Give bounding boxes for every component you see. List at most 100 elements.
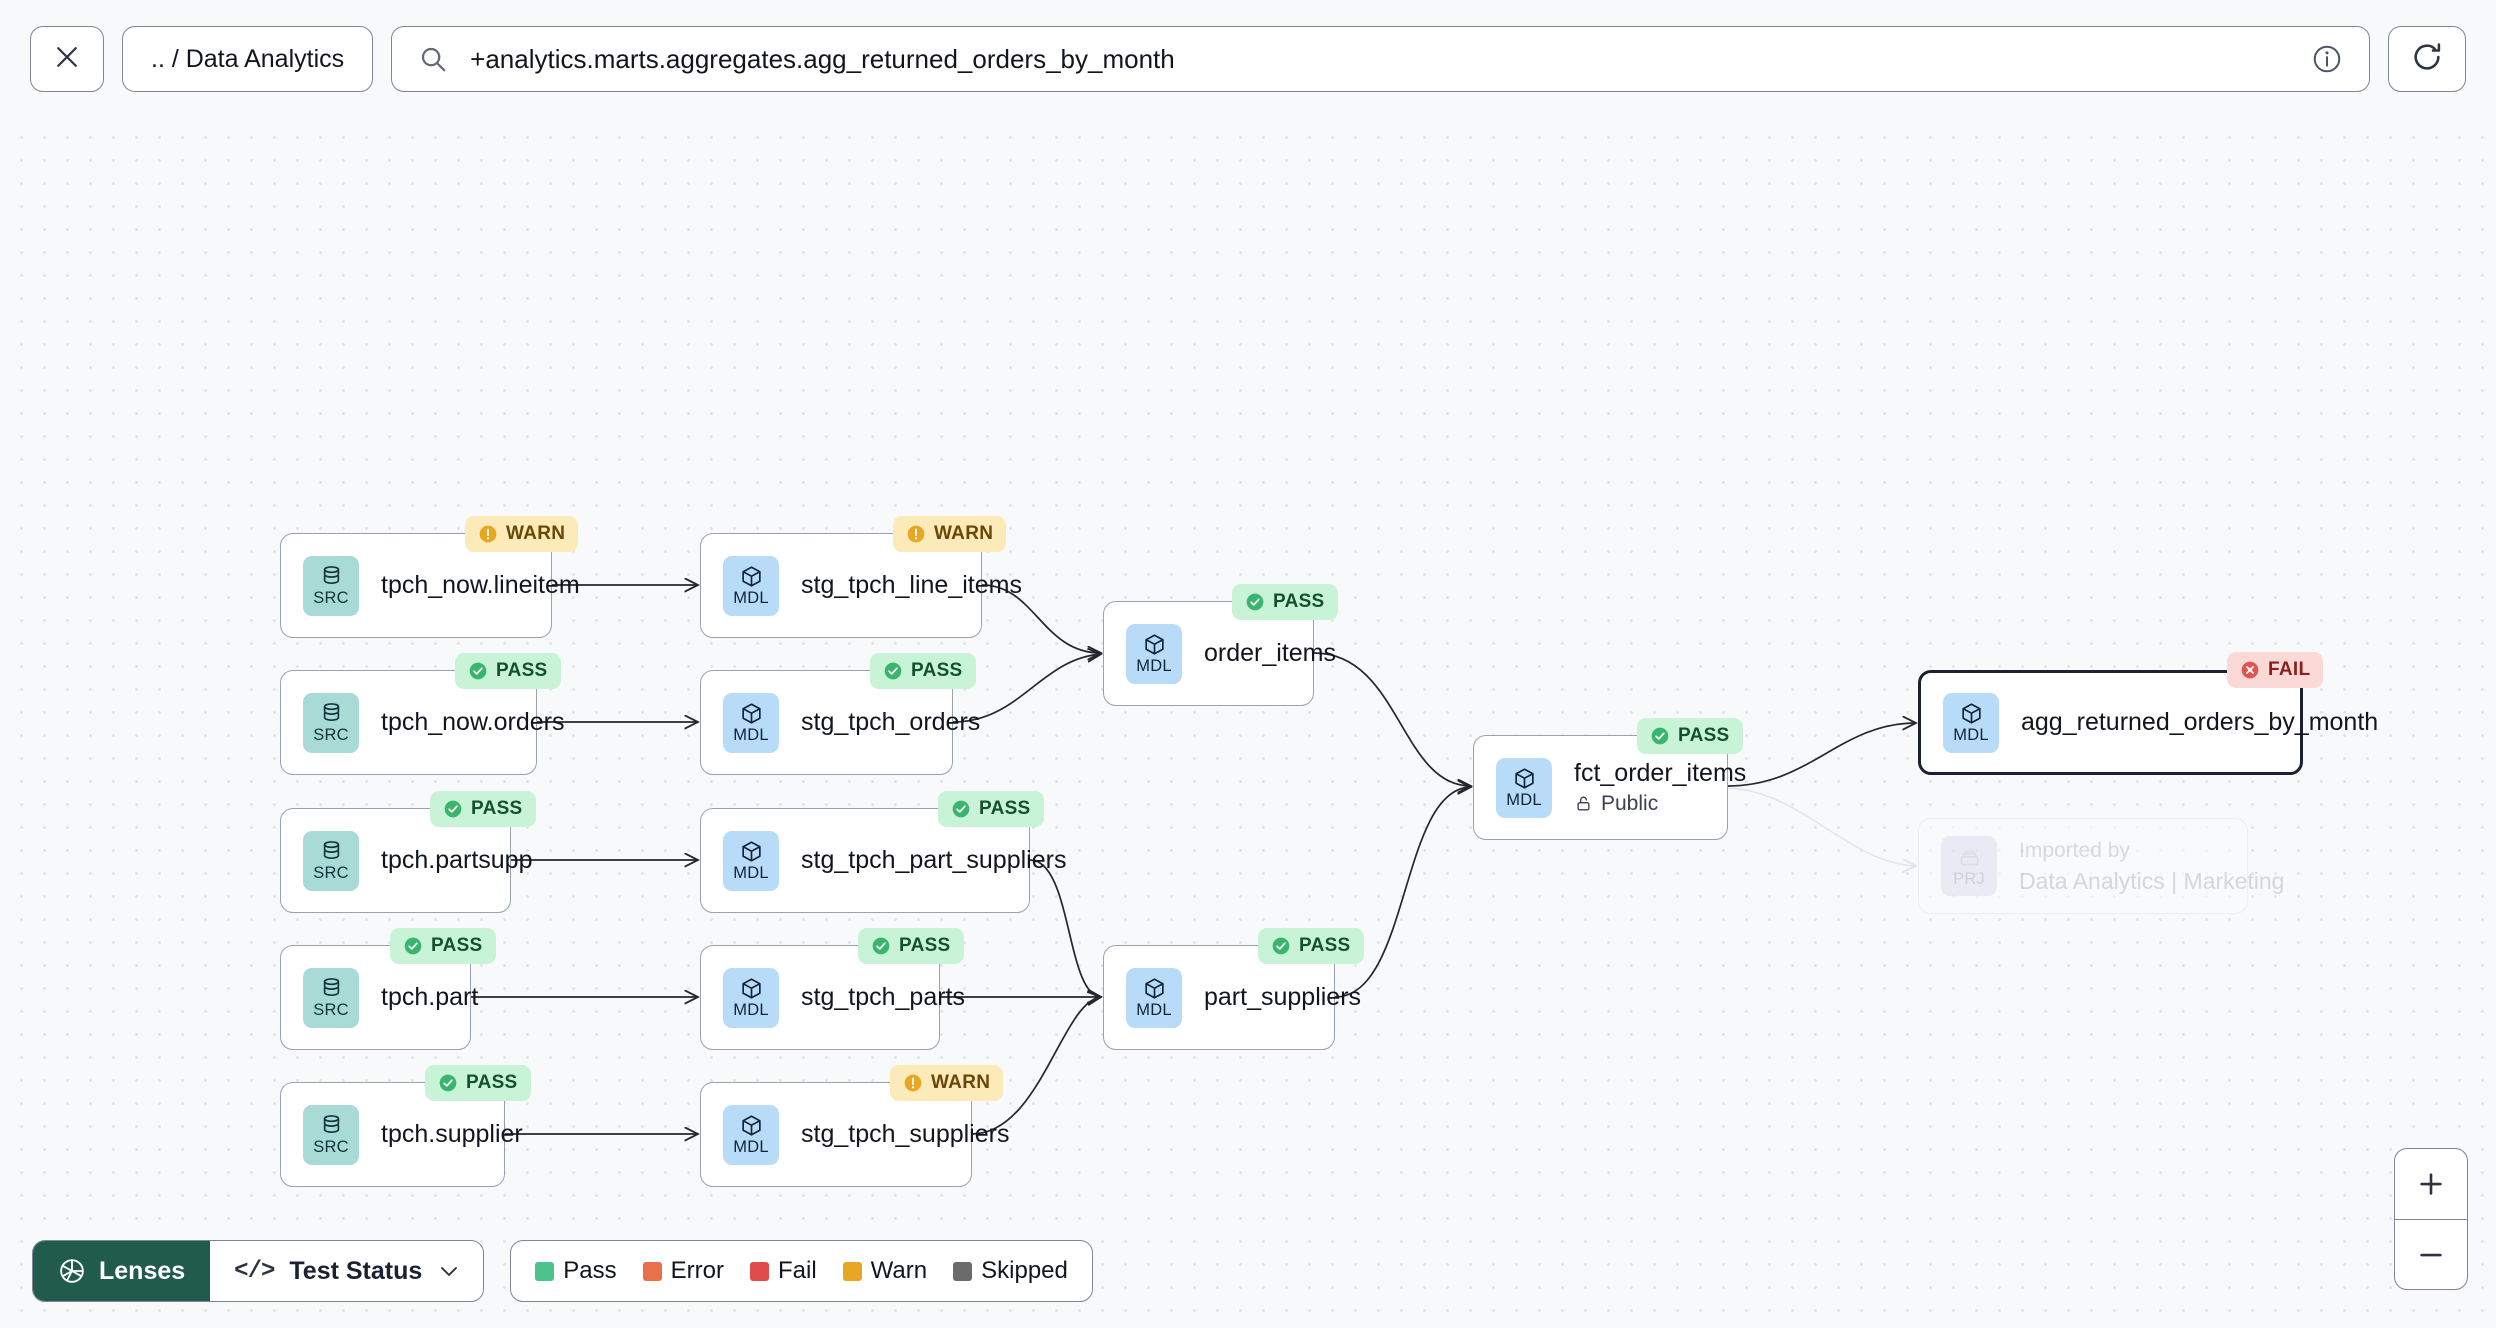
database-icon [319, 839, 344, 864]
status-pill-part_suppliers[interactable]: PASS [1258, 928, 1364, 964]
zoom-controls [2394, 1148, 2468, 1290]
status-pill-label: PASS [471, 798, 523, 819]
aperture-icon [58, 1257, 86, 1285]
node-title: stg_tpch_orders [801, 708, 981, 737]
status-pill-label: WARN [506, 523, 566, 544]
status-pill-stg_orders[interactable]: PASS [870, 653, 976, 689]
node-kind-label: PRJ [1953, 869, 1985, 888]
status-pill-label: WARN [934, 523, 994, 544]
lenses-label: Lenses [99, 1256, 186, 1285]
node-kind-badge: SRC [303, 555, 359, 616]
node-kind-label: MDL [1506, 791, 1542, 810]
legend-item-error[interactable]: Error [642, 1257, 724, 1285]
check-circle-icon [1650, 726, 1670, 746]
lenses-button[interactable]: Lenses [33, 1241, 211, 1301]
node-title: fct_order_items [1574, 759, 1747, 788]
legend-swatch [953, 1261, 973, 1281]
node-kind-label: MDL [1953, 726, 1989, 745]
node-kind-badge: SRC [303, 692, 359, 753]
refresh-icon [2410, 40, 2444, 79]
status-pill-src_partsupp[interactable]: PASS [430, 791, 536, 827]
cube-icon [739, 564, 764, 589]
status-pill-label: PASS [431, 935, 483, 956]
status-pill-label: PASS [1273, 591, 1325, 612]
node-visibility: Public [1574, 792, 1746, 816]
node-kind-label: MDL [733, 1001, 769, 1020]
node-kind-badge: MDL [723, 967, 779, 1028]
node-kind-label: SRC [313, 864, 349, 883]
zoom-out-button[interactable] [2395, 1219, 2467, 1289]
check-circle-icon [883, 661, 903, 681]
node-title: order_items [1204, 639, 1336, 668]
zoom-in-button[interactable] [2395, 1149, 2467, 1219]
warning-icon [903, 1073, 923, 1093]
node-kind-label: MDL [733, 864, 769, 883]
node-kind-label: SRC [313, 726, 349, 745]
status-pill-fct_order_items[interactable]: PASS [1637, 718, 1743, 754]
status-pill-src_part[interactable]: PASS [390, 928, 496, 964]
close-button[interactable] [30, 26, 104, 92]
status-pill-order_items[interactable]: PASS [1232, 584, 1338, 620]
status-pill-stg_parts[interactable]: PASS [858, 928, 964, 964]
database-icon [319, 701, 344, 726]
legend-item-pass[interactable]: Pass [535, 1257, 617, 1285]
status-pill-stg_line_items[interactable]: WARN [893, 516, 1007, 552]
plus-icon [2416, 1169, 2446, 1199]
legend-item-skipped[interactable]: Skipped [953, 1257, 1068, 1285]
node-kind-label: SRC [313, 589, 349, 608]
check-circle-icon [1271, 936, 1291, 956]
node-title: tpch.part [381, 983, 479, 1012]
refresh-button[interactable] [2388, 26, 2466, 92]
node-title: stg_tpch_parts [801, 983, 965, 1012]
status-pill-stg_suppliers[interactable]: WARN [890, 1065, 1004, 1101]
graph-node-src_part[interactable]: SRC tpch.part [280, 945, 478, 1050]
top-toolbar: .. / Data Analytics +analytics.marts.agg… [0, 0, 2496, 118]
breadcrumb[interactable]: .. / Data Analytics [122, 26, 374, 92]
check-circle-icon [438, 1073, 458, 1093]
search-input[interactable]: +analytics.marts.aggregates.agg_returned… [391, 26, 2370, 92]
legend-item-fail[interactable]: Fail [750, 1257, 817, 1285]
graph-node-src_supplier[interactable]: SRC tpch.supplier [280, 1082, 523, 1187]
cube-icon [1959, 701, 1984, 726]
check-circle-icon [403, 936, 423, 956]
legend-swatch [842, 1261, 862, 1281]
status-pill-agg_returned[interactable]: FAIL [2227, 652, 2324, 688]
check-circle-icon [871, 936, 891, 956]
legend-label: Skipped [981, 1257, 1068, 1284]
legend-swatch [750, 1261, 769, 1281]
node-kind-label: MDL [1136, 657, 1172, 676]
node-kind-badge: MDL [1943, 692, 1999, 753]
status-pill-src_orders[interactable]: PASS [455, 653, 561, 689]
node-title: stg_tpch_line_items [801, 571, 1022, 600]
test-status-dropdown[interactable]: </> Test Status [210, 1241, 483, 1301]
status-pill-label: PASS [1678, 725, 1730, 746]
info-icon[interactable] [2311, 43, 2343, 75]
legend-item-warn[interactable]: Warn [842, 1257, 927, 1285]
database-icon [319, 976, 344, 1001]
status-legend: Pass Error Fail Warn Skipped [510, 1240, 1093, 1302]
node-kind-label: MDL [1136, 1001, 1172, 1020]
node-title: part_suppliers [1204, 983, 1362, 1012]
node-kind-badge: MDL [1496, 757, 1552, 818]
node-visibility-label: Public [1601, 791, 1659, 815]
node-title: tpch.partsupp [381, 846, 533, 875]
node-kind-label: SRC [313, 1138, 349, 1157]
graph-node-part_suppliers[interactable]: MDL part_suppliers [1103, 945, 1361, 1050]
legend-label: Fail [778, 1257, 817, 1284]
node-title: stg_tpch_part_suppliers [801, 846, 1067, 875]
status-pill-src_lineitem[interactable]: WARN [465, 516, 579, 552]
status-pill-stg_part_supp[interactable]: PASS [938, 791, 1044, 827]
node-title: stg_tpch_suppliers [801, 1120, 1010, 1149]
node-title: tpch.supplier [381, 1120, 523, 1149]
status-pill-src_supplier[interactable]: PASS [425, 1065, 531, 1101]
test-status-label: Test Status [289, 1256, 423, 1285]
node-kind-badge: MDL [1126, 623, 1182, 684]
graph-node-stg_line_items[interactable]: MDL stg_tpch_line_items [700, 533, 1022, 638]
node-kind-badge: MDL [723, 555, 779, 616]
node-kind-label: SRC [313, 1001, 349, 1020]
code-icon: </> [234, 1257, 275, 1285]
search-query-text: +analytics.marts.aggregates.agg_returned… [470, 43, 1175, 74]
